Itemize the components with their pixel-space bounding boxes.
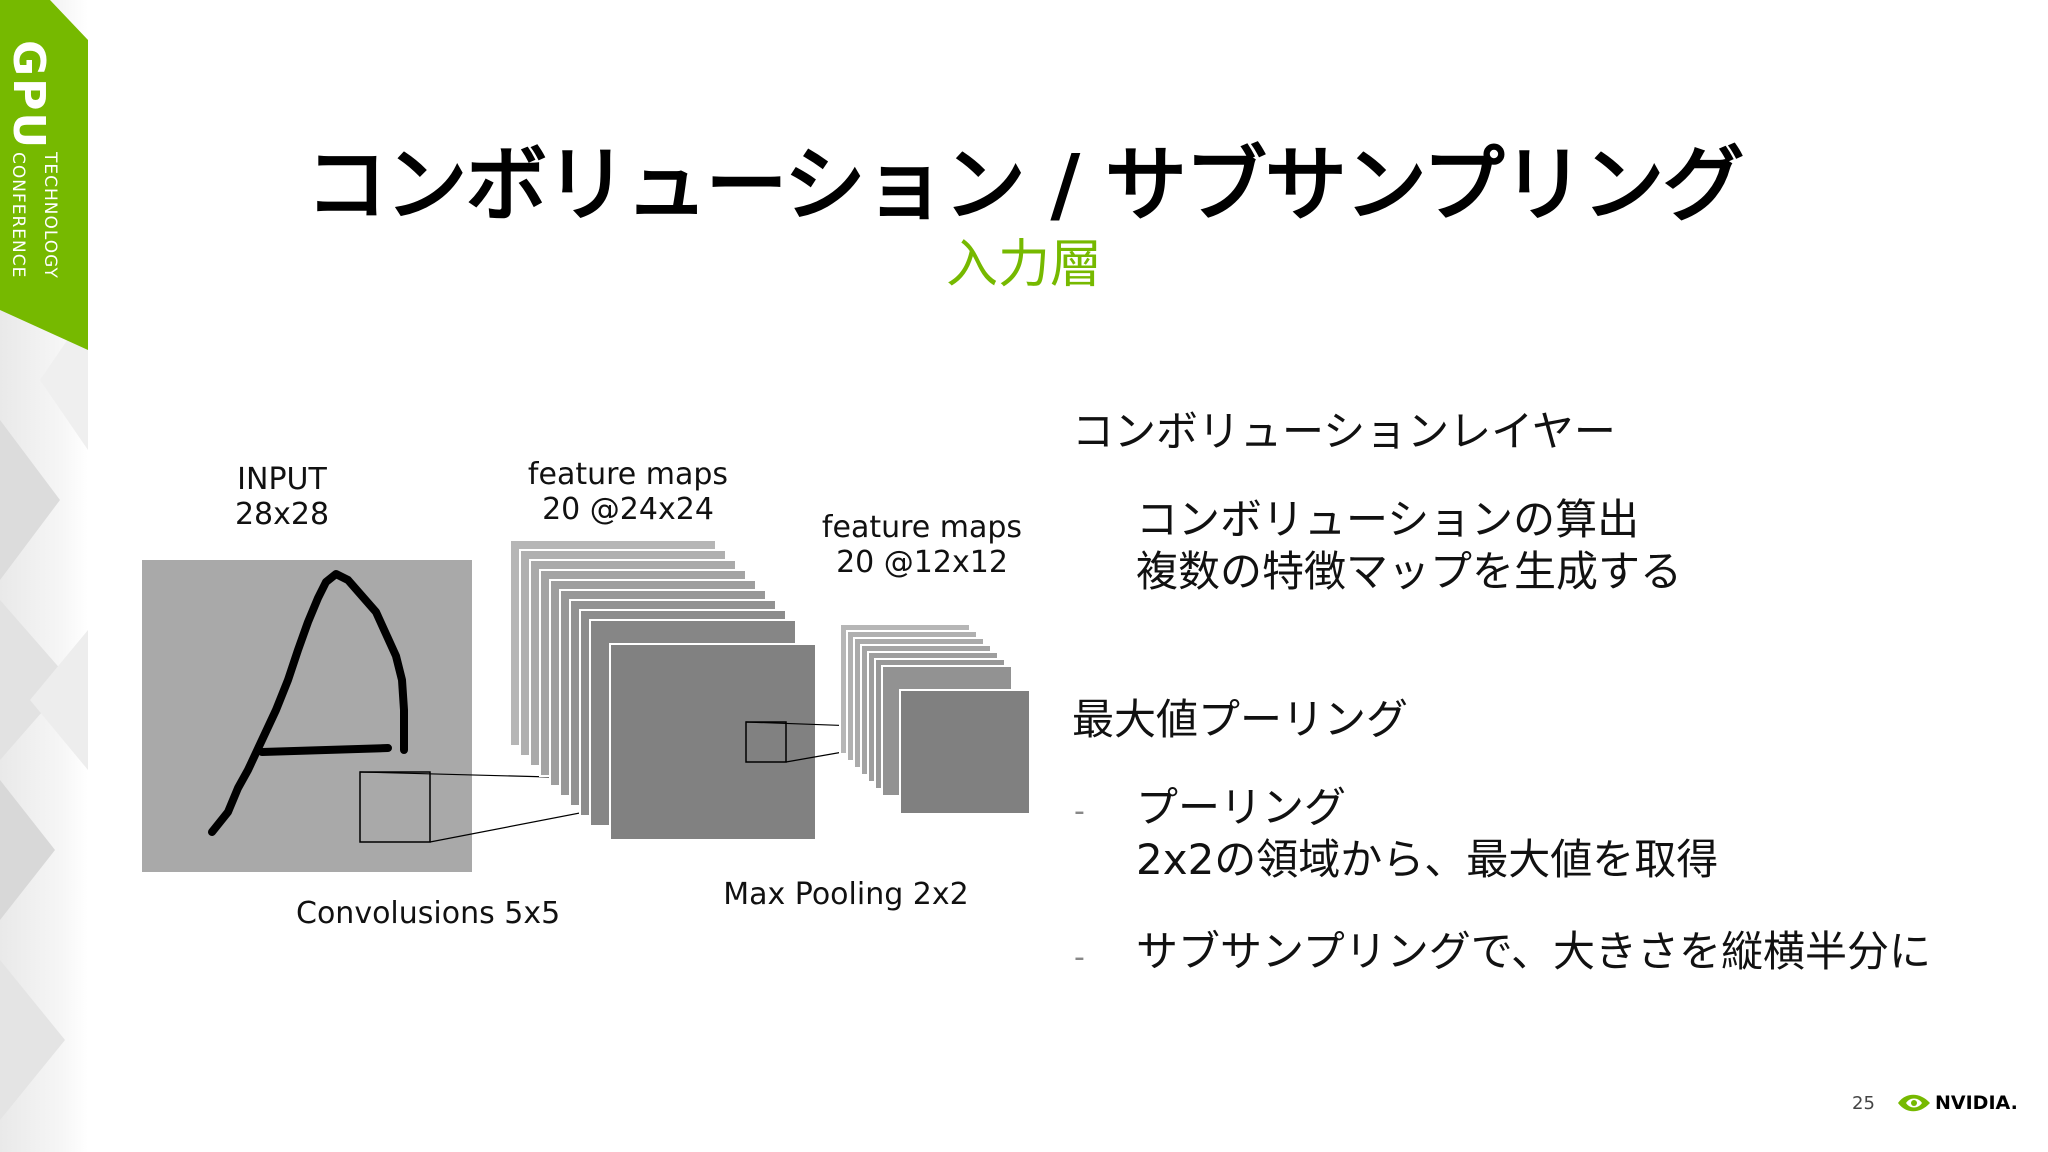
- input-label-line2: 28x28: [234, 497, 330, 532]
- gtc-badge: GPU TECHNOLOGY CONFERENCE: [0, 0, 88, 350]
- badge-sub-line2: CONFERENCE: [8, 152, 28, 279]
- nvidia-wordmark: NVIDIA.: [1935, 1092, 2018, 1114]
- letter-a-crossbar: [258, 744, 392, 756]
- conv-heading: コンボリューションレイヤー: [1072, 407, 1616, 456]
- pool-heading: 最大値プーリング: [1072, 695, 1409, 744]
- input-label: INPUT 28x28: [222, 462, 342, 532]
- conv-label: Convolusions 5x5: [296, 896, 561, 931]
- input-label-line1: INPUT: [237, 462, 327, 497]
- nvidia-eye-icon: [1898, 1094, 1930, 1112]
- bullet-dash-2: -: [1074, 940, 1085, 975]
- letter-a-stroke: [208, 570, 408, 836]
- feature-maps-2-stack: [839, 623, 1031, 815]
- badge-sub-line1: TECHNOLOGY: [40, 152, 60, 279]
- badge-shape: [0, 0, 88, 350]
- slide-subtitle: 入力層: [945, 235, 1102, 295]
- pool-label: Max Pooling 2x2: [723, 877, 969, 912]
- triangle-pattern: [0, 310, 88, 1120]
- fm1-label-line1: feature maps: [527, 457, 729, 492]
- pool-bullet-1: プーリング 2x2の領域から、最大値を取得: [1136, 782, 1718, 886]
- badge-sub: TECHNOLOGY: [40, 152, 60, 279]
- pool-bullet-2-line1: サブサンプリングで、大きさを縦横半分に: [1136, 927, 1932, 976]
- pool-window: [745, 721, 787, 763]
- feature-maps-1-stack: [509, 540, 817, 841]
- fm2-label-line2: 20 @12x12: [836, 545, 1008, 580]
- conv-description: コンボリューションの算出 複数の特徴マップを生成する: [1136, 494, 1682, 598]
- fm2-label-line1: feature maps: [821, 510, 1023, 545]
- badge-gpu: GPU: [3, 40, 54, 151]
- pool-bullet-1-line2: 2x2の領域から、最大値を取得: [1136, 835, 1719, 884]
- conv-line2: 複数の特徴マップを生成する: [1136, 547, 1683, 596]
- badge-sub2: CONFERENCE: [8, 152, 28, 278]
- conv-window: [359, 771, 431, 843]
- slide-title: コンボリューション / サブサンプリング: [305, 138, 1745, 233]
- fm1-label: feature maps 20 @24x24: [518, 457, 738, 527]
- pool-bullet-2: サブサンプリングで、大きさを縦横半分に: [1136, 926, 1931, 978]
- pool-bullet-1-line1: プーリング: [1136, 783, 1347, 832]
- page-number: 25: [1852, 1093, 1875, 1114]
- fm1-label-line2: 20 @24x24: [542, 492, 714, 527]
- badge-text: GPU: [3, 40, 54, 150]
- bullet-dash-1: -: [1074, 794, 1085, 829]
- fm2-label: feature maps 20 @12x12: [812, 510, 1032, 580]
- conv-line1: コンボリューションの算出: [1136, 495, 1640, 544]
- input-image: [142, 560, 472, 872]
- cnn-diagram: [142, 540, 1031, 872]
